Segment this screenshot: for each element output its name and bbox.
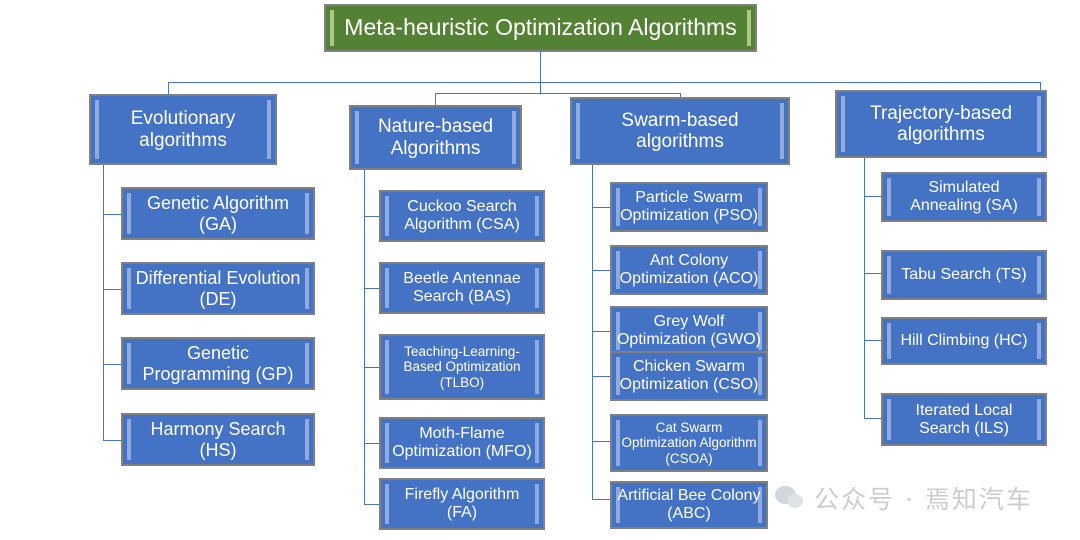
- category-node-evolutionary-algorithms[interactable]: Evolutionary algorithms: [89, 94, 277, 165]
- leaf-node-genetic-programming[interactable]: Genetic Programming (GP): [121, 337, 315, 390]
- connector-spine-2: [364, 170, 365, 505]
- connector-stub-1-3: [103, 364, 122, 365]
- connector-drop-cat-3: [680, 93, 681, 97]
- connector-stub-2-4: [364, 443, 380, 444]
- leaf-node-beetle-antennae-search[interactable]: Beetle Antennae Search (BAS): [379, 262, 545, 314]
- category-node-nature-based-algorithms[interactable]: Nature-based Algorithms: [349, 105, 522, 170]
- connector-outer-bus: [168, 82, 1040, 83]
- leaf-node-cuckoo-search-algorithm[interactable]: Cuckoo Search Algorithm (CSA): [379, 190, 545, 242]
- leaf-node-tabu-search[interactable]: Tabu Search (TS): [881, 250, 1047, 300]
- leaf-label: Ant Colony Optimization (ACO): [619, 252, 759, 287]
- connector-drop-cat-1: [168, 82, 169, 98]
- connector-drop-cat-2: [435, 93, 436, 105]
- connector-inner-bus: [435, 93, 680, 94]
- connector-stub-1-2: [103, 289, 122, 290]
- leaf-label: Firefly Algorithm (FA): [404, 486, 520, 521]
- connector-drop-cat-4: [1040, 82, 1041, 90]
- connector-stub-4-2: [864, 273, 882, 274]
- leaf-label: Harmony Search (HS): [150, 419, 286, 460]
- leaf-node-moth-flame-optimization[interactable]: Moth-Flame Optimization (MFO): [379, 417, 545, 469]
- leaf-label: Genetic Programming (GP): [142, 343, 294, 384]
- leaf-label: Cuckoo Search Algorithm (CSA): [404, 198, 520, 233]
- connector-stub-3-3: [592, 331, 611, 332]
- connector-root-stem: [540, 52, 541, 94]
- category-label: Nature-based Algorithms: [377, 116, 494, 159]
- leaf-node-particle-swarm-optimization[interactable]: Particle Swarm Optimization (PSO): [610, 182, 768, 232]
- connector-spine-1: [103, 165, 104, 441]
- leaf-node-harmony-search[interactable]: Harmony Search (HS): [121, 413, 315, 466]
- connector-stub-4-3: [864, 340, 882, 341]
- connector-stub-3-6: [592, 499, 611, 500]
- leaf-label: Simulated Annealing (SA): [910, 179, 1018, 214]
- leaf-label: Cat Swarm Optimization Algorithm (CSOA): [621, 420, 757, 466]
- leaf-node-firefly-algorithm[interactable]: Firefly Algorithm (FA): [379, 478, 545, 530]
- root-node[interactable]: Meta-heuristic Optimization Algorithms: [324, 4, 757, 52]
- connector-stub-4-4: [864, 418, 882, 419]
- root-node-label: Meta-heuristic Optimization Algorithms: [344, 14, 737, 41]
- category-label: Trajectory-based algorithms: [870, 102, 1012, 145]
- leaf-node-hill-climbing[interactable]: Hill Climbing (HC): [881, 317, 1047, 365]
- leaf-node-chicken-swarm-optimization[interactable]: Chicken Swarm Optimization (CSO): [610, 351, 768, 401]
- leaf-label: Tabu Search (TS): [901, 266, 1027, 284]
- leaf-label: Hill Climbing (HC): [900, 332, 1028, 350]
- watermark-text: 公众号 · 焉知汽车: [814, 485, 1033, 514]
- leaf-node-cat-swarm-optimization-algorithm[interactable]: Cat Swarm Optimization Algorithm (CSOA): [610, 414, 768, 472]
- leaf-node-genetic-algorithm[interactable]: Genetic Algorithm (GA): [121, 187, 315, 240]
- leaf-label: Artificial Bee Colony (ABC): [617, 487, 761, 522]
- watermark: 公众号 · 焉知汽车: [775, 480, 1033, 516]
- connector-stub-3-5: [592, 441, 611, 442]
- leaf-label: Moth-Flame Optimization (MFO): [392, 425, 532, 460]
- leaf-node-artificial-bee-colony[interactable]: Artificial Bee Colony (ABC): [610, 481, 768, 529]
- leaf-label: Particle Swarm Optimization (PSO): [620, 189, 758, 224]
- connector-stub-4-1: [864, 196, 882, 197]
- connector-stub-2-5: [364, 504, 380, 505]
- connector-stub-2-3: [364, 367, 380, 368]
- leaf-label: Grey Wolf Optimization (GWO): [616, 313, 761, 348]
- category-node-swarm-based-algorithms[interactable]: Swarm-based algorithms: [570, 97, 790, 165]
- leaf-node-iterated-local-search[interactable]: Iterated Local Search (ILS): [881, 393, 1047, 446]
- category-label: Swarm-based algorithms: [621, 109, 739, 152]
- leaf-node-teaching-learning-based-optimization[interactable]: Teaching-Learning- Based Optimization (T…: [379, 334, 545, 400]
- leaf-label: Chicken Swarm Optimization (CSO): [619, 358, 759, 393]
- wechat-icon: [775, 483, 805, 513]
- connector-stub-1-4: [103, 440, 122, 441]
- leaf-label: Genetic Algorithm (GA): [146, 193, 290, 234]
- leaf-node-differential-evolution[interactable]: Differential Evolution (DE): [121, 262, 315, 315]
- category-label: Evolutionary algorithms: [130, 108, 236, 151]
- connector-stub-2-2: [364, 288, 380, 289]
- leaf-label: Teaching-Learning- Based Optimization (T…: [403, 344, 521, 390]
- connector-stub-1-1: [103, 214, 122, 215]
- connector-spine-3: [592, 165, 593, 499]
- leaf-node-grey-wolf-optimization[interactable]: Grey Wolf Optimization (GWO): [610, 306, 768, 356]
- leaf-label: Iterated Local Search (ILS): [915, 401, 1013, 437]
- leaf-node-simulated-annealing[interactable]: Simulated Annealing (SA): [881, 172, 1047, 222]
- connector-stub-3-1: [592, 207, 611, 208]
- connector-spine-4: [864, 158, 865, 419]
- leaf-label: Beetle Antennae Search (BAS): [403, 270, 521, 305]
- connector-stub-3-4: [592, 376, 611, 377]
- connector-stub-2-1: [364, 216, 380, 217]
- leaf-node-ant-colony-optimization[interactable]: Ant Colony Optimization (ACO): [610, 245, 768, 295]
- category-node-trajectory-based-algorithms[interactable]: Trajectory-based algorithms: [835, 90, 1047, 158]
- leaf-label: Differential Evolution (DE): [135, 268, 301, 309]
- connector-stub-3-2: [592, 270, 611, 271]
